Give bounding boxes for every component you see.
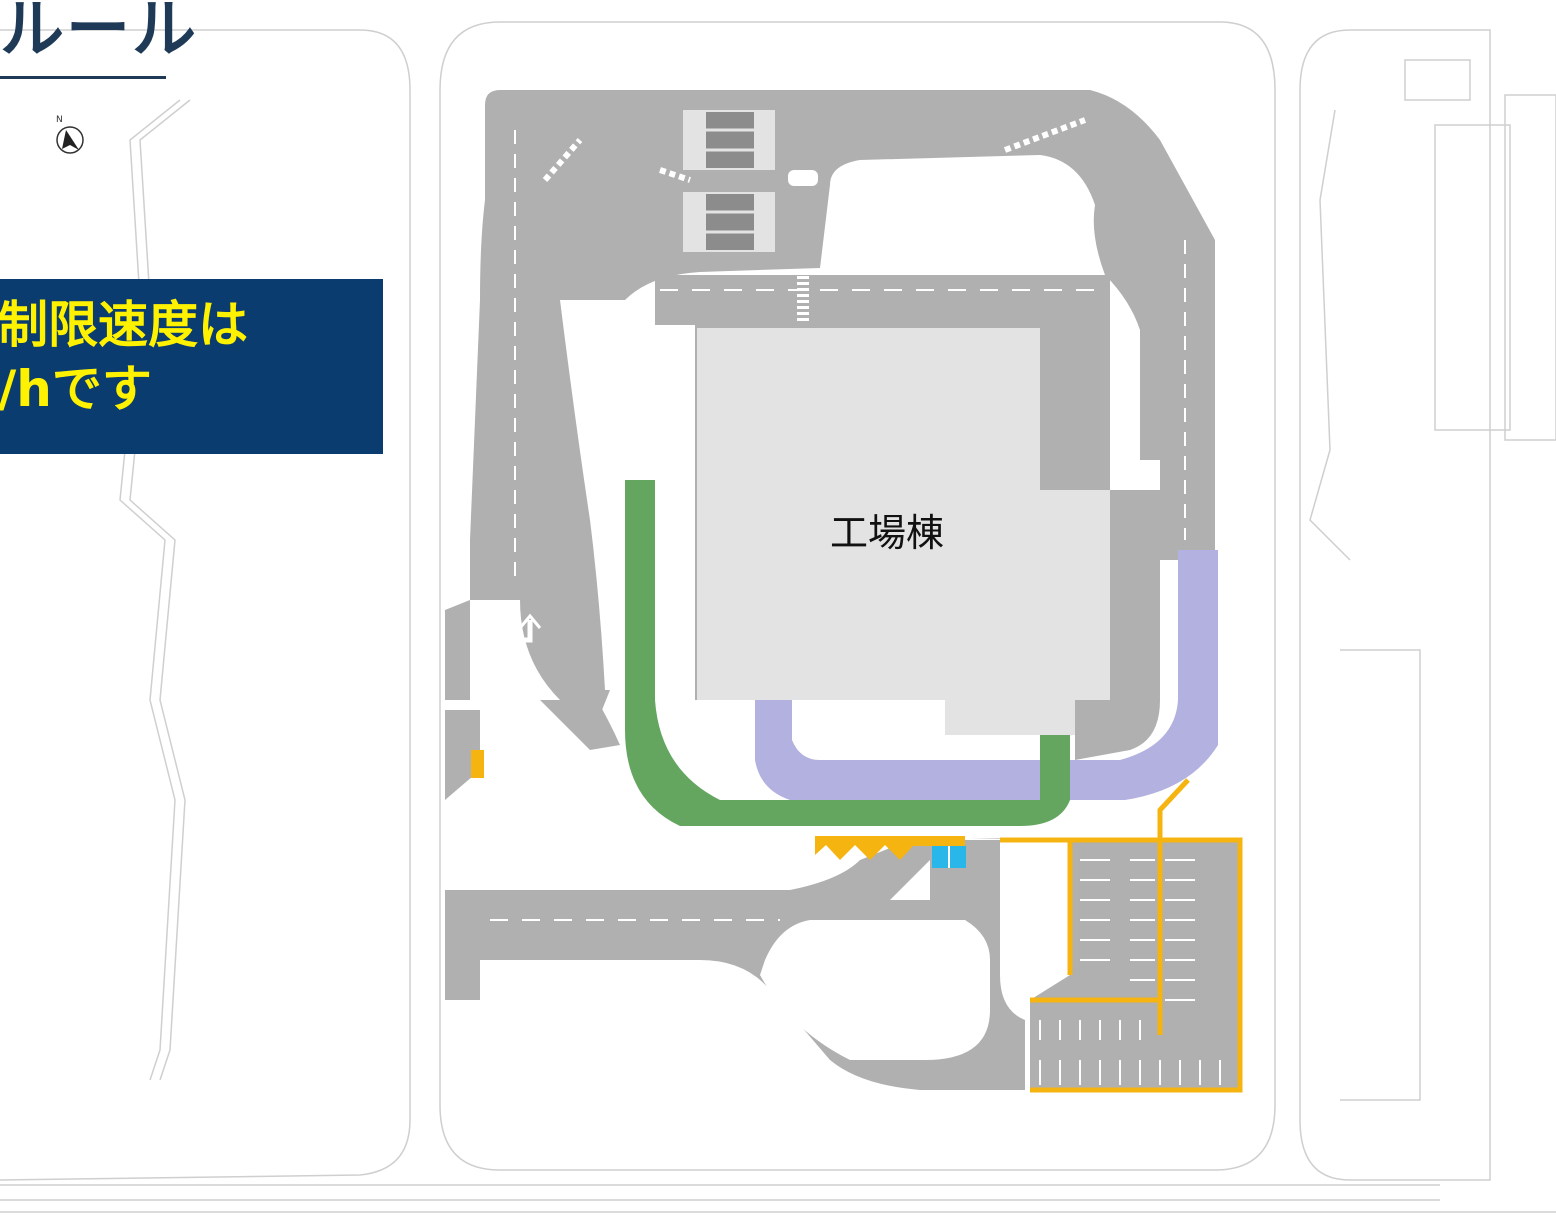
pedestrian-paths — [1000, 778, 1243, 1093]
island-parking-front — [890, 860, 930, 900]
right-structure-3 — [1504, 94, 1556, 441]
right-structure-1 — [1404, 59, 1471, 101]
island-east-median — [1112, 330, 1140, 450]
right-structure-4 — [1340, 649, 1421, 1101]
gate-booths — [683, 110, 818, 252]
speed-limit-banner: 制限速度は /hです — [0, 279, 383, 454]
walkway-purple — [755, 550, 1218, 800]
lane-markings — [478, 117, 1186, 921]
island-west — [560, 300, 640, 690]
pedestrian-left-marker — [471, 750, 484, 778]
islands — [470, 175, 1140, 1060]
parking-stalls — [1039, 859, 1221, 1085]
page-title: ルール — [0, 0, 198, 67]
pedestrian-path-link — [1157, 778, 1190, 840]
property-outlines — [0, 21, 1556, 1213]
bike-parking — [932, 846, 966, 868]
road-north-loop — [445, 90, 1215, 750]
title-underline — [0, 76, 166, 79]
left-wall-line-2 — [129, 99, 191, 1081]
compass-icon: N — [56, 115, 84, 154]
factory-building-label: 工場棟 — [830, 511, 945, 555]
right-parcel-outline — [1299, 29, 1491, 1181]
walkway-green — [625, 480, 1070, 826]
compass-north-label: N — [56, 115, 63, 125]
island-south-loop — [760, 920, 990, 1060]
banner-line-2: /hです — [0, 360, 152, 418]
factory-building — [697, 328, 1110, 735]
bus-stop-yellow — [815, 836, 965, 860]
island-north-loop — [835, 175, 1080, 265]
left-wall-line — [119, 99, 181, 1081]
island-left-entry-bend — [470, 600, 560, 700]
left-parcel-outline — [0, 29, 411, 1181]
right-structure-2 — [1434, 124, 1511, 431]
pedestrian-path-parking — [1000, 837, 1243, 1093]
right-wall — [1309, 109, 1351, 561]
banner-line-1: 制限速度は — [0, 296, 248, 354]
center-parcel-outline — [439, 21, 1276, 1171]
